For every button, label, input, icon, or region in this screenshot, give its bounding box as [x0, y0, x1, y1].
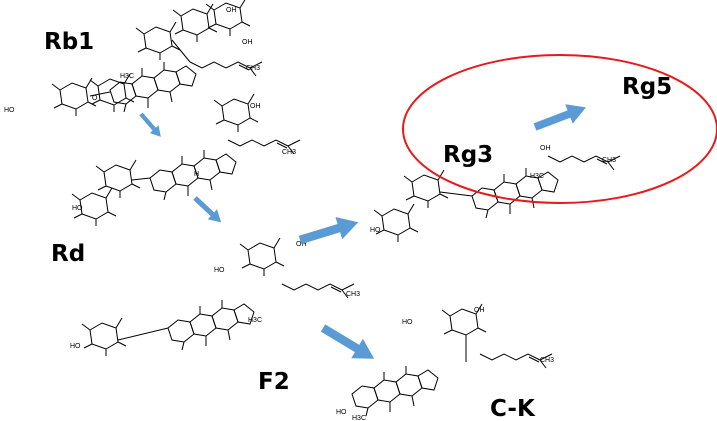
atom-label: H	[194, 171, 199, 178]
atom-label: HO	[72, 205, 83, 212]
atom-label: HO	[370, 227, 381, 234]
arrow-f2-to-ck	[317, 318, 380, 369]
atom-label: CH3	[540, 357, 554, 364]
compound-label-rd: Rd	[51, 241, 85, 267]
compound-label-ck: C-K	[490, 396, 536, 421]
arrow-rb1-to-rd	[136, 110, 166, 141]
atom-label: HO	[4, 107, 15, 114]
atom-label: CH3	[282, 149, 296, 156]
compound-label-rg5: Rg5	[622, 74, 672, 100]
atom-label: HO	[214, 267, 225, 274]
f2-structure	[81, 237, 355, 357]
atom-label: H3C	[530, 173, 544, 180]
compound-label-rb1: Rb1	[44, 29, 94, 55]
atom-label: CH3	[346, 291, 360, 298]
atom-label: CH3	[246, 65, 260, 72]
rb1-structure	[51, 0, 263, 117]
atom-label: O	[92, 95, 98, 102]
atom-label: OH	[474, 307, 485, 314]
highlight-ring	[402, 54, 717, 204]
atom-label: H3C	[352, 415, 366, 421]
atom-label: OH	[242, 39, 253, 46]
atom-label: HO	[402, 319, 413, 326]
compound-label-rg3: Rg3	[443, 142, 493, 168]
rg3-structure	[373, 155, 621, 243]
atom-label: OH	[540, 145, 551, 152]
compound-label-f2: F2	[258, 369, 290, 395]
atom-label: H3C	[120, 73, 134, 80]
atom-label: OH	[250, 103, 261, 110]
arrow-rg3-to-rg5	[531, 97, 590, 137]
ck-structure	[351, 303, 553, 417]
atom-label: H3C	[248, 317, 262, 324]
atom-label: OH	[296, 241, 307, 248]
arrow-rd-to-f2	[190, 193, 226, 228]
atom-label: HO	[336, 409, 347, 416]
atom-label: CH3	[602, 157, 616, 164]
rd-structure	[71, 93, 301, 227]
atom-label: OH	[226, 7, 237, 14]
atom-label: HO	[70, 343, 81, 350]
